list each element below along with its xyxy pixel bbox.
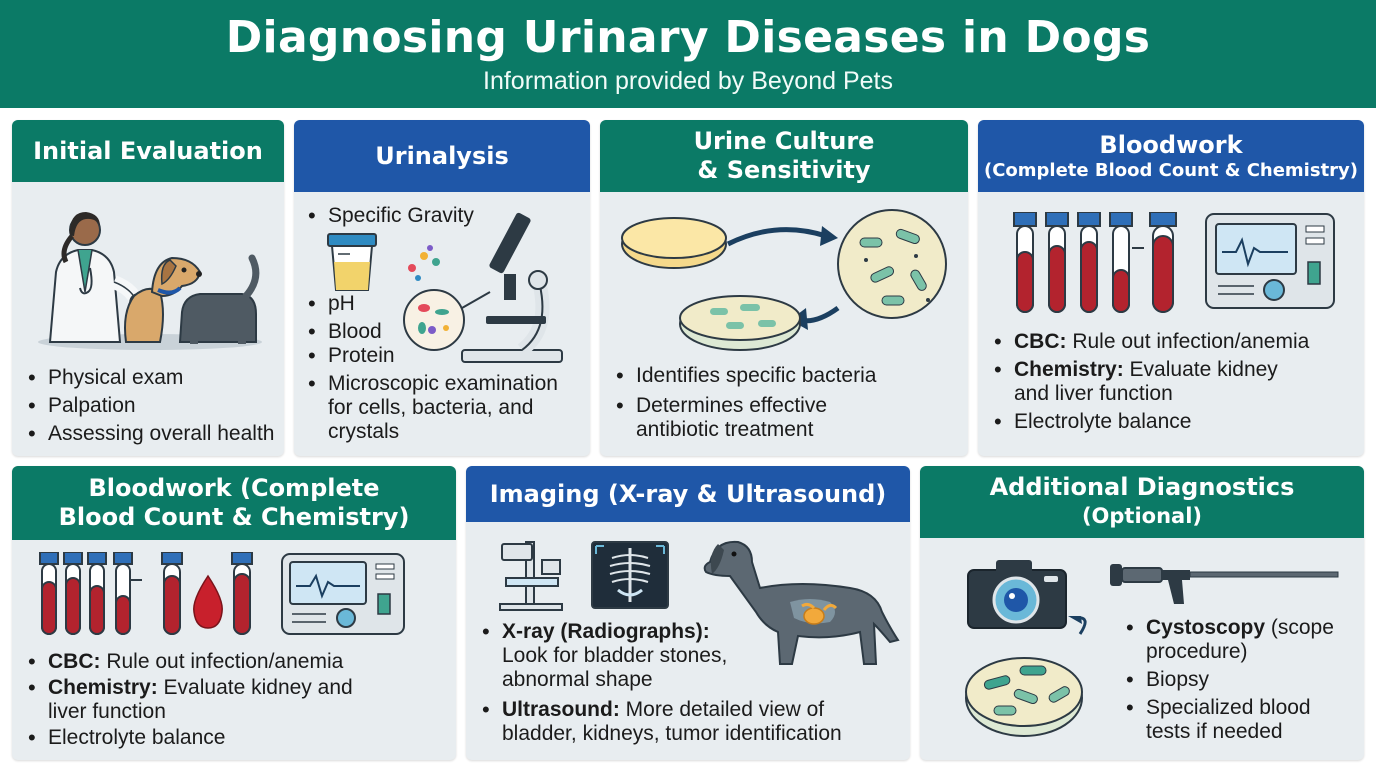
panel-header: Bloodwork (Complete Blood Count & Chemis… xyxy=(978,120,1364,192)
panel-title-line-1: Additional Diagnostics xyxy=(989,473,1295,501)
xray-text: Look for bladder stones, abnormal shape xyxy=(502,644,728,691)
additional-diagnostics-list: Cystoscopy (scope procedure) Biopsy Spec… xyxy=(1124,616,1354,748)
xray-machine-icon xyxy=(499,541,563,611)
list-item: Assessing overall health xyxy=(26,422,282,446)
list-item: Electrolyte balance xyxy=(26,726,426,750)
xray-label: X-ray (Radiographs): xyxy=(502,620,710,643)
list-item: Physical exam xyxy=(26,366,282,390)
list-item: Biopsy xyxy=(1124,668,1354,692)
chemistry-label: Chemistry: xyxy=(48,676,158,699)
panel-urine-culture: Urine Culture & Sensitivity Identifies s… xyxy=(600,120,968,456)
list-item: Electrolyte balance xyxy=(992,410,1362,434)
panel-additional-diagnostics: Additional Diagnostics (Optional) Cystos… xyxy=(920,466,1364,760)
panel-header: Imaging (X-ray & Ultrasound) xyxy=(466,466,910,522)
panel-urinalysis: Urinalysis Specific Gravity pH Blood Pro… xyxy=(294,120,590,456)
list-item: Protein xyxy=(306,344,590,368)
list-item: Ultrasound: More detailed view of bladde… xyxy=(480,698,880,746)
ultrasound-label: Ultrasound: xyxy=(502,698,620,721)
list-item: Determines effective antibiotic treatmen… xyxy=(614,394,874,442)
chemistry-text: Evaluate kidney and liver function xyxy=(48,676,353,723)
urine-cup-icon xyxy=(327,233,377,291)
bloodwork-bottom-list: CBC: Rule out infection/anemia Chemistry… xyxy=(26,650,426,754)
panel-title-line-1: Bloodwork (Complete xyxy=(88,474,380,502)
panel-title-line-2: & Sensitivity xyxy=(697,156,871,184)
panel-title-line-2: Blood Count & Chemistry) xyxy=(58,503,410,531)
cbc-label: CBC: xyxy=(1014,330,1067,353)
chemistry-text: Evaluate kidney and liver function xyxy=(1014,358,1278,405)
camera-icon xyxy=(967,560,1067,629)
ultrasound-text: More detailed view of bladder, kidneys, … xyxy=(502,698,842,745)
list-item: Identifies specific bacteria xyxy=(614,364,944,388)
urinalysis-top-item: Specific Gravity xyxy=(306,204,506,232)
cbc-label: CBC: xyxy=(48,650,101,673)
panel-bloodwork-top: Bloodwork (Complete Blood Count & Chemis… xyxy=(978,120,1364,456)
blood-tube-icon xyxy=(1013,212,1177,313)
cbc-text: Rule out infection/anemia xyxy=(100,650,344,673)
panel-title-line-2: (Optional) xyxy=(1081,504,1203,528)
list-item: Chemistry: Evaluate kidney and liver fun… xyxy=(26,676,378,724)
panel-imaging: Imaging (X-ray & Ultrasound) X-ray (Radi… xyxy=(466,466,910,760)
panel-title-line-1: Urine Culture xyxy=(693,127,875,155)
panel-header: Urine Culture & Sensitivity xyxy=(600,120,968,192)
veterinarian-dog-icon xyxy=(38,212,262,350)
panel-title: Initial Evaluation xyxy=(33,136,263,165)
endoscope-icon xyxy=(1110,564,1339,604)
list-item: Chemistry: Evaluate kidney and liver fun… xyxy=(992,358,1312,406)
cystoscopy-text: (scope procedure) xyxy=(1146,616,1334,663)
panel-subtitle: (Complete Blood Count & Chemistry) xyxy=(983,159,1359,181)
list-item: CBC: Rule out infection/anemia xyxy=(26,650,426,674)
panel-title: Imaging (X-ray & Ultrasound) xyxy=(489,479,887,508)
imaging-list: X-ray (Radiographs): Look for bladder st… xyxy=(480,620,842,750)
initial-evaluation-list: Physical exam Palpation Assessing overal… xyxy=(26,366,282,450)
list-item: Blood xyxy=(306,320,590,344)
cystoscopy-label: Cystoscopy xyxy=(1146,616,1266,639)
panel-header: Bloodwork (Complete Blood Count & Chemis… xyxy=(12,466,456,540)
panel-title: Bloodwork xyxy=(1099,130,1243,159)
panel-title: Urinalysis xyxy=(375,141,509,170)
panel-header: Urinalysis xyxy=(294,120,590,192)
xray-film-icon xyxy=(591,541,669,609)
panel-initial-evaluation: Initial Evaluation Physical exam Palpati… xyxy=(12,120,284,456)
bloodwork-top-list: CBC: Rule out infection/anemia Chemistry… xyxy=(992,330,1362,438)
chemistry-label: Chemistry: xyxy=(1014,358,1124,381)
header-banner: Diagnosing Urinary Diseases in Dogs Info… xyxy=(0,0,1376,108)
panel-header: Additional Diagnostics (Optional) xyxy=(920,466,1364,538)
petri-dish-icon xyxy=(621,209,947,351)
page-subtitle: Information provided by Beyond Pets xyxy=(483,67,893,95)
page-title: Diagnosing Urinary Diseases in Dogs xyxy=(225,12,1151,63)
list-item: X-ray (Radiographs): Look for bladder st… xyxy=(480,620,730,692)
cbc-text: Rule out infection/anemia xyxy=(1066,330,1310,353)
urinalysis-list: pH Blood Protein Microscopic examination… xyxy=(306,292,590,448)
petri-dish-icon xyxy=(965,616,1087,737)
blood-tube-icon xyxy=(39,552,253,635)
list-item: Specialized blood tests if needed xyxy=(1124,696,1324,744)
panel-bloodwork-bottom: Bloodwork (Complete Blood Count & Chemis… xyxy=(12,466,456,760)
dog-silhouette-icon xyxy=(703,540,900,665)
urine-culture-list: Identifies specific bacteria Determines … xyxy=(614,364,944,446)
blood-drop-icon xyxy=(193,574,223,629)
list-item: Specific Gravity xyxy=(306,204,506,228)
list-item: Microscopic examination for cells, bacte… xyxy=(306,372,568,444)
analyzer-machine-icon xyxy=(281,553,405,635)
list-item: Palpation xyxy=(26,394,282,418)
list-item: CBC: Rule out infection/anemia xyxy=(992,330,1362,354)
list-item: pH xyxy=(306,292,590,316)
list-item: Cystoscopy (scope procedure) xyxy=(1124,616,1334,664)
panel-header: Initial Evaluation xyxy=(12,120,284,182)
analyzer-machine-icon xyxy=(1205,213,1335,309)
